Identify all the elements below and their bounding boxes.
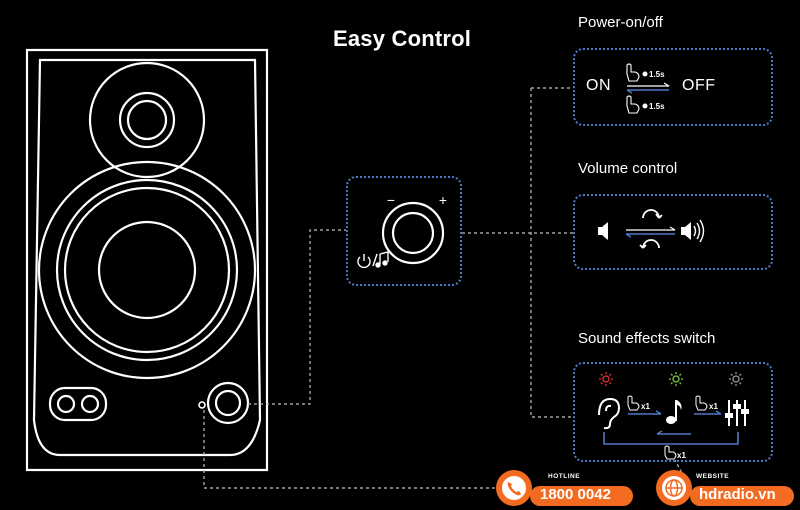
speaker-front-panel — [32, 58, 262, 457]
connector-bus — [530, 88, 573, 418]
hand-press-icon-3 — [627, 395, 640, 411]
speaker-knob-outer — [206, 381, 250, 425]
sound-illustration: x1 x1 x1 — [598, 372, 749, 460]
website-label: WEBSITE — [696, 473, 730, 480]
tweeter-outer — [88, 61, 206, 179]
speaker-low-icon — [598, 222, 608, 240]
sound-step1: x1 — [641, 402, 650, 411]
phone-icon — [507, 482, 521, 496]
sound-return-loop — [603, 432, 739, 445]
hand-press-icon — [626, 63, 640, 82]
volume-section-label: Volume control — [578, 160, 678, 177]
woofer-ring-2 — [63, 186, 231, 354]
website-link[interactable]: hdradio.vn — [699, 486, 776, 503]
sun-red-icon — [599, 372, 613, 386]
woofer-ring-1 — [55, 178, 239, 362]
sound-return-step: x1 — [677, 451, 686, 460]
knob-detail-illustration: − + — [357, 192, 447, 269]
contact-bar — [496, 470, 794, 506]
power-off-label: OFF — [682, 77, 716, 94]
timer-dot-icon-2 — [642, 103, 648, 109]
connector-speaker-bottom — [203, 410, 497, 489]
power-section-label: Power-on/off — [578, 14, 663, 31]
sound-step2: x1 — [709, 402, 718, 411]
ear-icon — [598, 397, 621, 430]
music-note-icon — [666, 400, 682, 424]
connector-bottom-right — [674, 459, 691, 489]
power-led — [198, 401, 206, 409]
knob-minus-label: − — [387, 192, 395, 208]
sun-gray-icon — [729, 372, 743, 386]
knob-outer — [381, 201, 445, 265]
power-music-icon — [357, 251, 389, 269]
power-box — [573, 48, 773, 126]
hand-press-icon-5 — [664, 445, 677, 460]
volume-box — [573, 194, 773, 270]
rotate-cw-icon — [642, 209, 663, 219]
woofer-cone — [97, 220, 197, 320]
hand-press-icon-4 — [695, 395, 708, 411]
power-hold-top: 1.5s — [649, 70, 665, 79]
page-title: Easy Control — [333, 26, 472, 51]
volume-illustration — [598, 209, 705, 249]
sun-green-icon — [669, 372, 683, 386]
tweeter-middle — [118, 91, 176, 149]
input-jack-right — [80, 394, 100, 414]
knob-plus-label: + — [439, 192, 447, 208]
tweeter-inner — [126, 99, 168, 141]
hotline-number[interactable]: 1800 0042 — [540, 486, 611, 503]
input-jack-left — [56, 394, 76, 414]
rotate-ccw-icon — [639, 239, 660, 249]
knob-inner — [391, 211, 435, 255]
sound-box — [573, 362, 773, 462]
timer-dot-icon — [642, 71, 648, 77]
knob-detail-box — [346, 176, 462, 286]
equalizer-icon — [725, 400, 749, 426]
connector-speaker-knob — [248, 229, 346, 405]
speaker-cabinet — [25, 48, 269, 472]
globe-icon — [665, 479, 683, 497]
hand-press-icon-2 — [626, 95, 640, 114]
woofer-outer — [37, 160, 257, 380]
speaker-knob-inner — [214, 389, 242, 417]
power-on-label: ON — [586, 77, 611, 94]
power-hold-bottom: 1.5s — [649, 102, 665, 111]
sound-section-label: Sound effects switch — [578, 330, 716, 347]
input-jacks-panel — [48, 386, 108, 422]
speaker-high-icon — [681, 219, 705, 243]
hotline-label: HOTLINE — [548, 473, 581, 480]
power-arrows: 1.5s 1.5s — [626, 63, 670, 114]
